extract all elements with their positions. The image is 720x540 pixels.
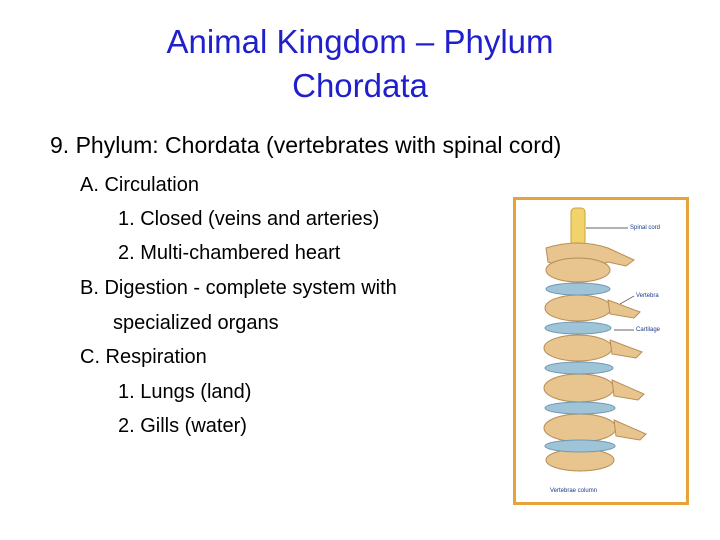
outline-item-heart: 2. Multi-chambered heart xyxy=(118,242,341,264)
figure-caption: Vertebrae column xyxy=(550,488,598,494)
title-line-1: Animal Kingdom – Phylum xyxy=(166,23,554,60)
outline-item-organs: specialized organs xyxy=(113,312,279,334)
label-cartilage: Cartilage xyxy=(636,327,661,333)
outline-item-circulation: A. Circulation xyxy=(80,174,199,196)
vertebral-column-illustration xyxy=(543,207,647,472)
outline-item-closed: 1. Closed (veins and arteries) xyxy=(118,208,380,230)
slide-title: Animal Kingdom – Phylum Chordata xyxy=(0,20,720,108)
vertebral-column-figure: Spinal cord Vertebra Cartilage Vertebrae… xyxy=(513,197,689,505)
title-line-2: Chordata xyxy=(292,67,428,104)
outline-item-respiration: C. Respiration xyxy=(80,346,207,368)
outline-item-digestion: B. Digestion - complete system with xyxy=(80,277,397,299)
phylum-heading: 9. Phylum: Chordata (vertebrates with sp… xyxy=(50,132,562,158)
label-spinal-cord: Spinal cord xyxy=(630,225,661,231)
outline-item-gills: 2. Gills (water) xyxy=(118,415,247,437)
label-vertebra: Vertebra xyxy=(636,293,659,299)
outline-item-lungs: 1. Lungs (land) xyxy=(118,381,252,403)
